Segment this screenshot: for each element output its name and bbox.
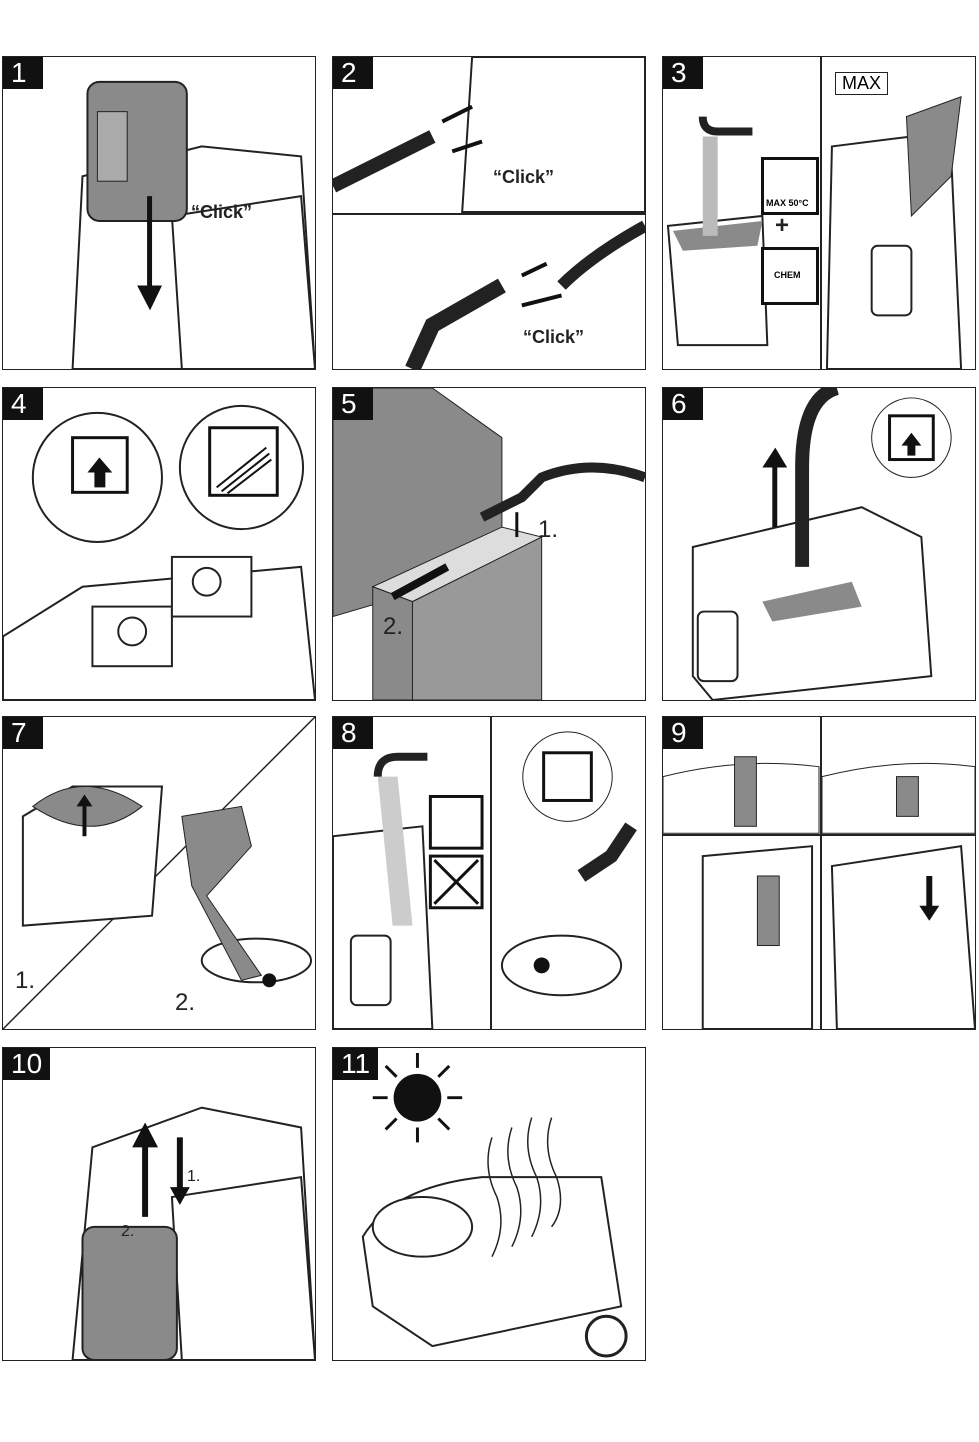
illustration-vacuum-dirty-water — [691, 388, 952, 700]
step-number: 10 — [3, 1048, 51, 1080]
water-max-temp-icon: MAX 50°C — [761, 157, 819, 215]
step-1-panel: 1 “Click” — [2, 56, 316, 370]
step-6-panel: 6 — [662, 387, 976, 701]
click-label: “Click” — [191, 202, 253, 222]
illustration-select-mode — [3, 404, 315, 700]
divider — [820, 57, 822, 369]
step-label-1: 1. — [187, 1168, 201, 1185]
step-3-panel: 3 MAX 50°C + CHEM MAX — [662, 56, 976, 370]
click-label: “Click” — [493, 167, 555, 187]
click-label: “Click” — [523, 327, 585, 347]
illustration-clean-filter — [663, 756, 975, 1029]
illustration-connect-hose — [333, 57, 645, 369]
step-label-1: 1. — [538, 516, 559, 543]
step-number: 3 — [663, 57, 703, 89]
max-fill-label: MAX — [835, 72, 889, 95]
step-10-panel: 10 1. 2. — [2, 1047, 316, 1361]
step-number: 7 — [3, 717, 43, 749]
step-number: 9 — [663, 717, 703, 749]
step-4-panel: 4 — [2, 387, 316, 701]
divider — [820, 717, 822, 1029]
step-number: 2 — [333, 57, 373, 89]
illustration-dry-device — [361, 1052, 628, 1358]
detergent-icon: CHEM — [761, 247, 819, 305]
illustration-rinse-system — [333, 731, 637, 1029]
plus-sign: + — [775, 212, 790, 239]
step-number: 4 — [3, 388, 43, 420]
step-number: 1 — [3, 57, 43, 89]
step-9-panel: 9 — [662, 716, 976, 1030]
divider — [333, 213, 645, 215]
step-5-panel: 5 1. 2. — [332, 387, 646, 701]
step-number: 11 — [333, 1048, 379, 1080]
chem-label: CHEM — [774, 270, 801, 280]
step-7-panel: 7 1. 2. — [2, 716, 316, 1030]
step-label-2: 2. — [121, 1223, 135, 1240]
step-label-2: 2. — [383, 613, 404, 640]
max-temp-label: MAX 50°C — [766, 198, 809, 208]
illustration-remove-battery — [71, 1106, 315, 1360]
divider — [663, 834, 975, 836]
illustration-fill-tank — [666, 96, 963, 369]
illustration-empty-tank — [3, 717, 315, 1029]
step-2-panel: 2 “Click” “Click” — [332, 56, 646, 370]
step-number: 6 — [663, 388, 703, 420]
step-11-panel: 11 — [332, 1047, 646, 1361]
step-label-2: 2. — [175, 989, 196, 1016]
divider — [490, 717, 492, 1029]
step-8-panel: 8 — [332, 716, 646, 1030]
illustration-clean-upholstery — [333, 388, 645, 700]
step-number: 5 — [333, 388, 373, 420]
illustration-insert-battery — [71, 80, 315, 369]
step-number: 8 — [333, 717, 373, 749]
step-label-1: 1. — [15, 967, 36, 994]
